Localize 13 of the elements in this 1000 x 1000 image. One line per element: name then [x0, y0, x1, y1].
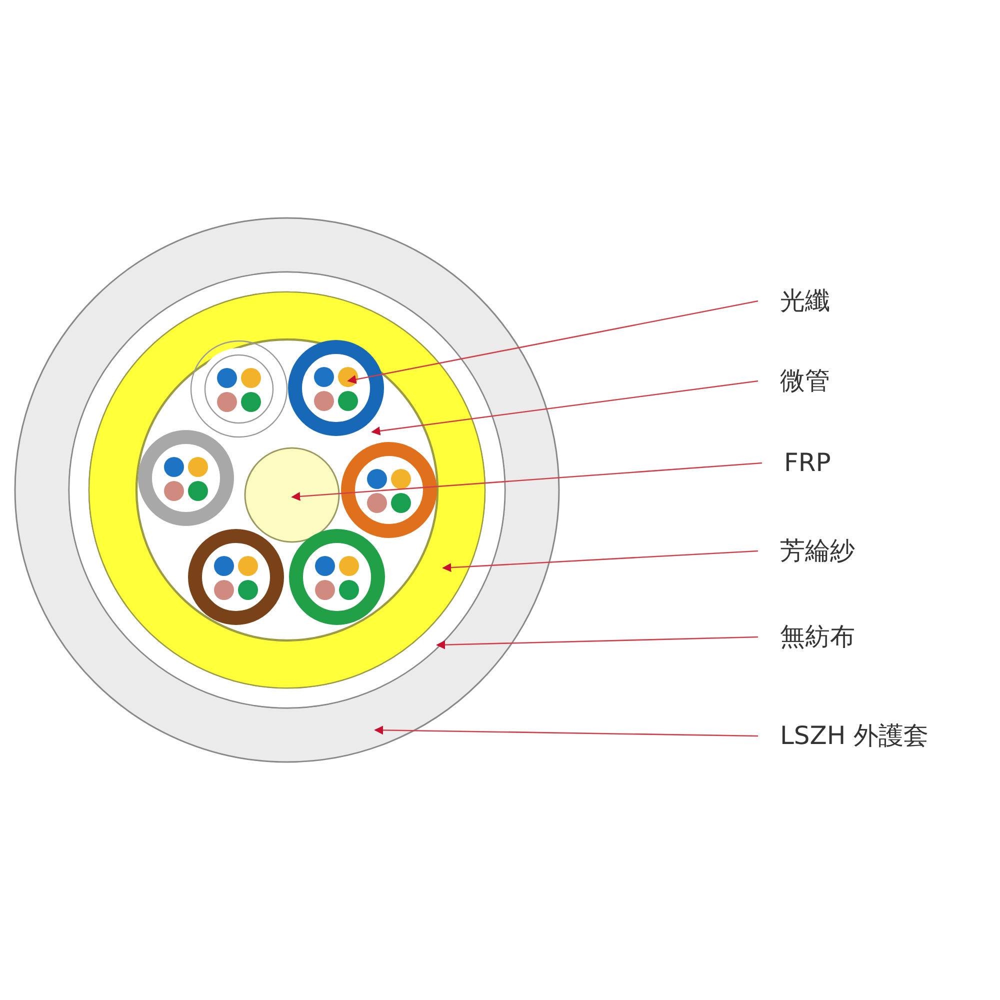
part-label: 無紡布	[780, 623, 855, 650]
part-label: 光纖	[780, 287, 830, 314]
part-label: FRP	[784, 449, 831, 476]
leader-line	[442, 550, 758, 572]
leader-line	[347, 300, 758, 384]
part-label: 微管	[780, 367, 830, 394]
part-label: LSZH 外護套	[780, 722, 929, 750]
leader-line	[436, 636, 758, 650]
leader-line	[371, 380, 758, 436]
part-label: 芳綸紗	[780, 537, 855, 564]
leader-line	[291, 462, 762, 501]
fiber-dot	[338, 367, 358, 387]
leader-line	[374, 726, 758, 737]
